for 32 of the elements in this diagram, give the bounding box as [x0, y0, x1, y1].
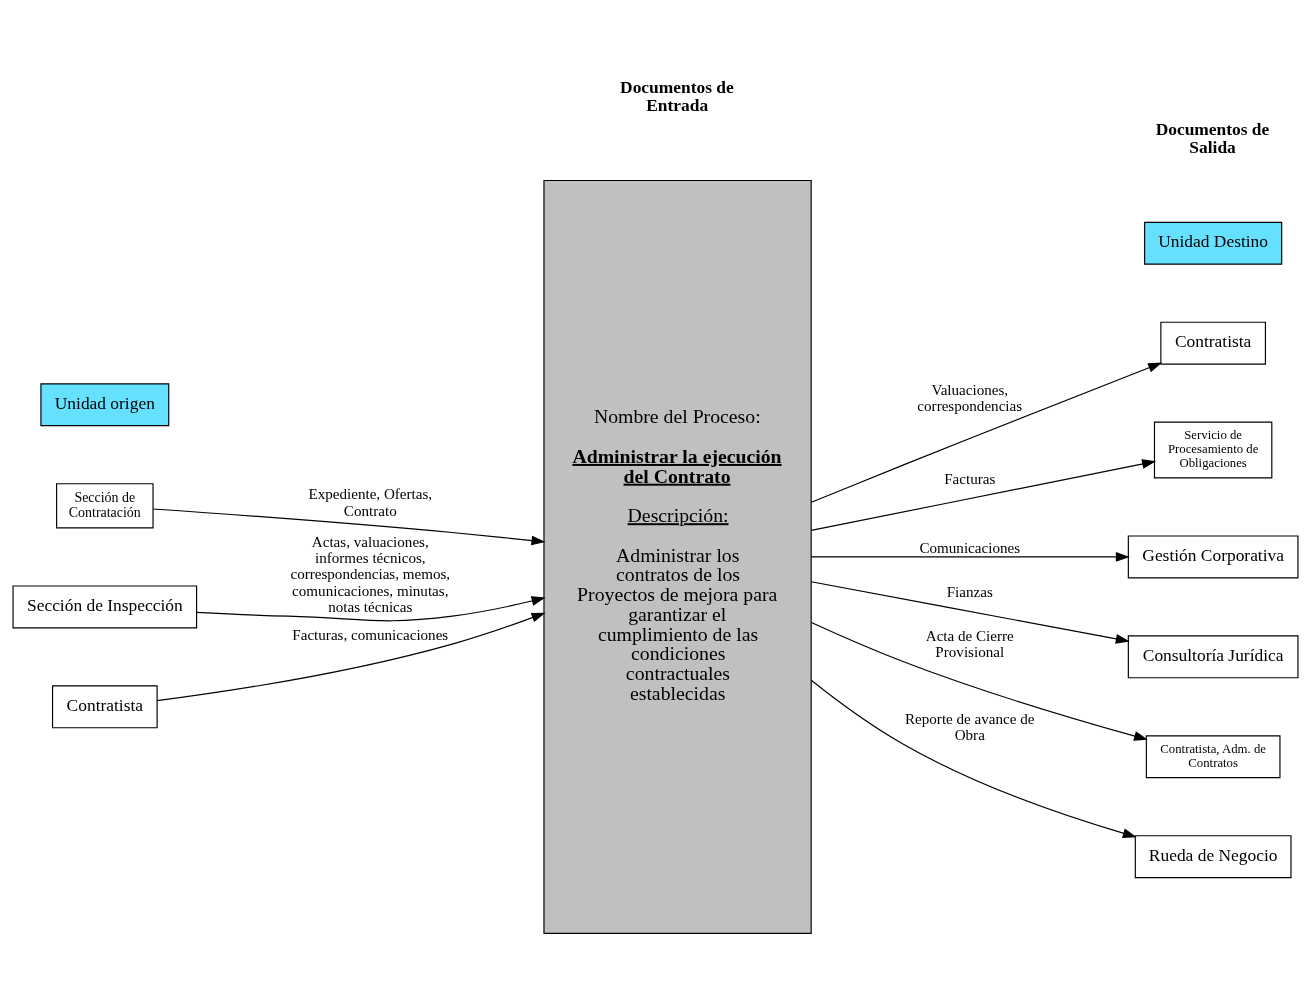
- edge-label: Reporte de avance de Obra: [905, 710, 1035, 743]
- arrow: [810, 362, 1163, 503]
- node-box: Sección de Contratación: [56, 482, 154, 528]
- arrow: [152, 507, 546, 545]
- edge-label: Fianzas: [946, 583, 993, 600]
- node-box: Gestión Corporativa: [1127, 534, 1299, 578]
- edge-label: Acta de Cierre Provisional: [925, 627, 1014, 660]
- label: Documentos de Entrada: [620, 76, 734, 115]
- edge-label: Facturas, comunicaciones: [292, 626, 449, 643]
- arrow: [810, 551, 1130, 562]
- edge-label: Actas, valuaciones, informes técnicos, correspondencias, memos, comunicaciones, minutas, notas técnicas: [290, 533, 451, 615]
- node-box: Nombre del Proceso: Administrar la ejecución del Contrato Descripción: Administrar los contratos de los Proyectos de mejora para garantizar el cumplimiento de las condiciones contractuales establecidas: [543, 179, 812, 934]
- edge-label: Facturas: [944, 470, 996, 487]
- edge-label: Valuaciones, correspondencias: [917, 381, 1023, 414]
- node-box: Consultoría Jurídica: [1127, 634, 1299, 678]
- arrow: [196, 595, 546, 621]
- node-box: Servicio de Procesamiento de Obligaciones: [1153, 421, 1273, 478]
- arrow: [810, 458, 1157, 531]
- node-box: Contratista: [1160, 321, 1266, 365]
- arrow: [810, 679, 1137, 838]
- node-box: Unidad Destino: [1144, 221, 1283, 265]
- edge-label: Comunicaciones: [919, 539, 1021, 556]
- node-box: Sección de Inspección: [12, 584, 198, 628]
- node-box: Contratista: [51, 684, 158, 728]
- label: Documentos de Salida: [1155, 118, 1270, 157]
- node-box: Rueda de Negocio: [1134, 834, 1292, 878]
- arrow: [810, 621, 1148, 741]
- node-box: Unidad origen: [40, 382, 170, 426]
- arrow: [156, 612, 546, 701]
- arrow: [810, 580, 1130, 644]
- edge-label: Expediente, Ofertas, Contrato: [308, 485, 433, 519]
- node-box: Contratista, Adm. de Contratos: [1145, 734, 1281, 778]
